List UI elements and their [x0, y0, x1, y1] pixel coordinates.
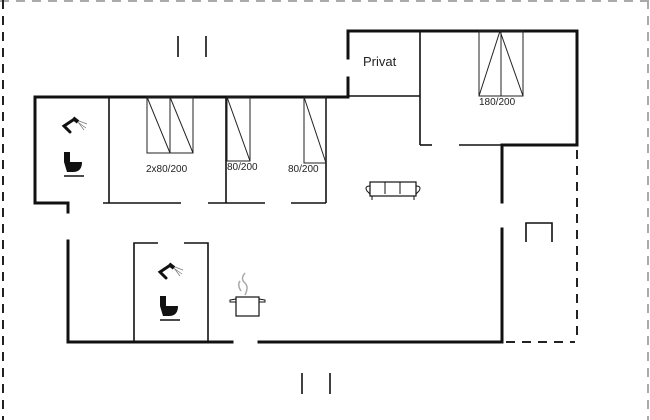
- bed-80-200-a: [226, 96, 251, 162]
- room-label-privat: Privat: [363, 54, 397, 69]
- bed-label: 80/200: [227, 162, 258, 173]
- bed-2x80-200: [146, 96, 194, 154]
- bed-80-200-b: [303, 96, 327, 164]
- toilet-icon: [64, 152, 84, 177]
- shower-icon-2: [157, 262, 184, 280]
- wall-north: [33, 76, 350, 99]
- shower-icon: [61, 116, 88, 134]
- bed-label: 180/200: [479, 97, 516, 108]
- cooking-pot-icon: [229, 272, 266, 317]
- toilet-icon-2: [160, 296, 180, 321]
- bed-label: 80/200: [288, 164, 319, 175]
- sofa-icon: [365, 181, 421, 200]
- bed-label: 2x80/200: [146, 164, 188, 175]
- bed-180-200: [478, 30, 524, 97]
